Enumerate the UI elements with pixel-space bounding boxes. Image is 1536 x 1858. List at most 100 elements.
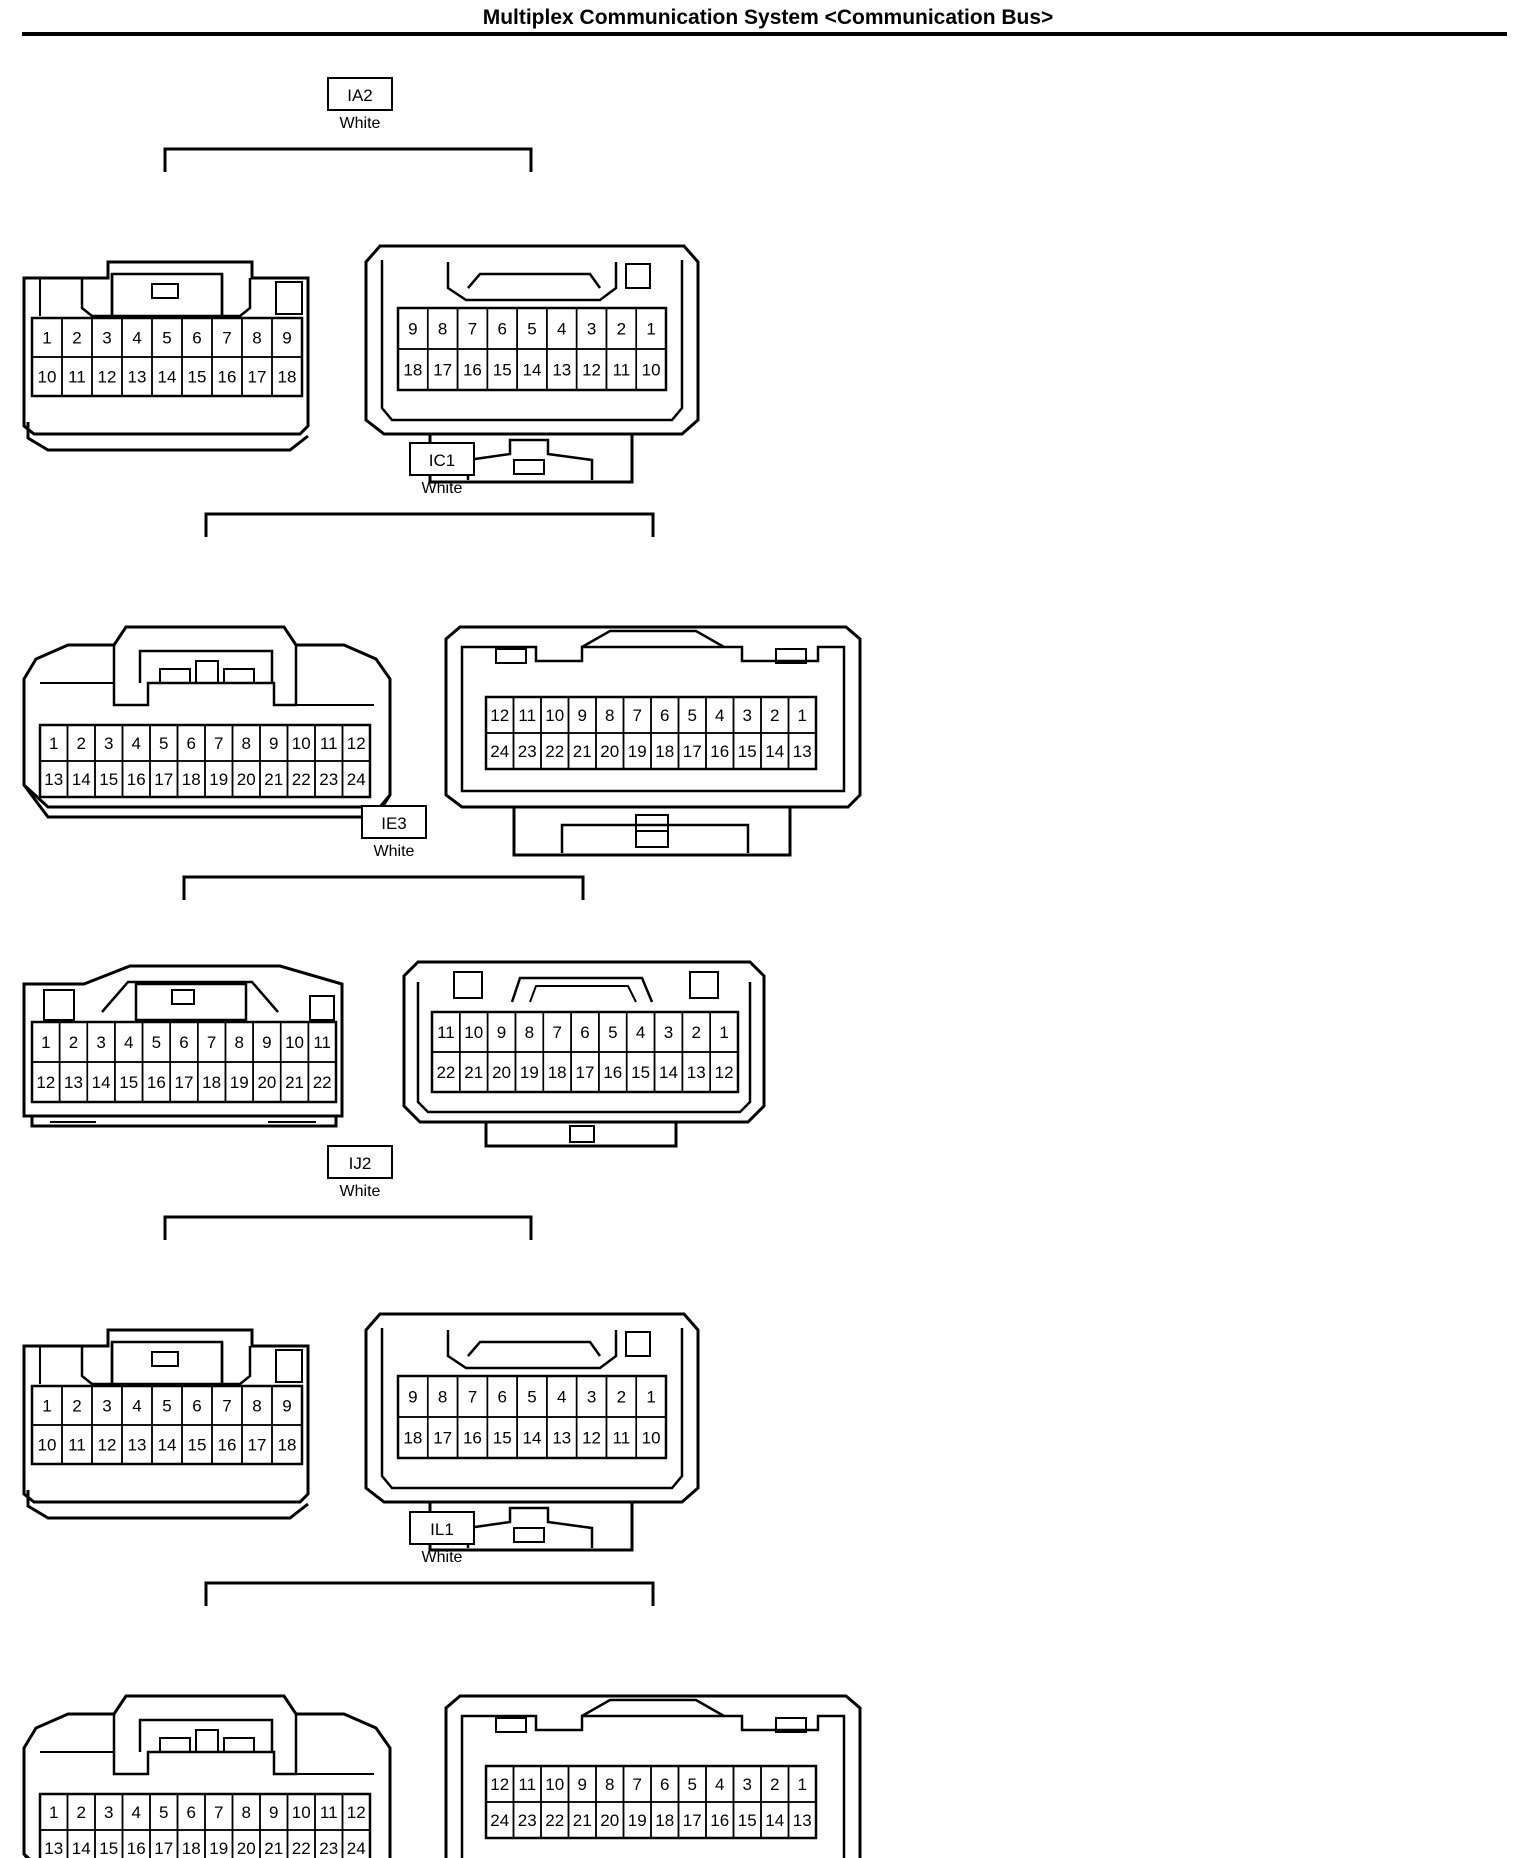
pin-number: 8	[242, 1803, 251, 1822]
pin-number: 7	[633, 1775, 642, 1794]
pin-number: 9	[282, 1397, 291, 1416]
right-housing-inner	[460, 1714, 846, 1858]
pin-number: 7	[468, 1388, 477, 1407]
pin-number: 15	[493, 1429, 512, 1448]
pin-number: 21	[285, 1073, 304, 1092]
right-housing	[444, 1694, 862, 1858]
title-rule	[22, 32, 1507, 36]
pin-number: 11	[613, 361, 631, 380]
left-housing	[22, 260, 310, 436]
left-housing-base	[26, 1490, 309, 1520]
pin-number: 6	[580, 1023, 589, 1042]
pin-number: 9	[282, 329, 291, 348]
pin-number: 13	[128, 1436, 147, 1455]
pin-number: 15	[738, 1811, 757, 1830]
left-latch-side	[80, 274, 114, 318]
left-latch-tab	[151, 283, 179, 299]
pin-number: 1	[49, 734, 58, 753]
connector-bracket	[163, 1215, 533, 1240]
pin-number: 21	[264, 1839, 283, 1858]
pin-number: 23	[319, 770, 338, 789]
pin-number: 11	[437, 1023, 455, 1042]
pin-number: 4	[132, 329, 141, 348]
pin-number: 3	[104, 734, 113, 753]
pin-number: 11	[320, 1803, 338, 1822]
connector-code-box	[409, 442, 475, 476]
pin-number: 22	[313, 1073, 332, 1092]
left-latch-tab	[159, 1737, 191, 1753]
pin-number: 12	[490, 1775, 509, 1794]
pin-number: 18	[655, 742, 674, 761]
page-title: Multiplex Communication System <Communic…	[482, 6, 1054, 29]
pin-number: 17	[248, 1436, 267, 1455]
pin-number: 3	[587, 320, 596, 339]
pin-number: 7	[633, 706, 642, 725]
pin-number: 24	[347, 770, 366, 789]
pin-number: 21	[573, 1811, 592, 1830]
pin-number: 15	[493, 361, 512, 380]
pin-number: 15	[99, 1839, 118, 1858]
pin-number: 14	[92, 1073, 111, 1092]
pin-number: 13	[128, 368, 147, 387]
pin-number: 14	[765, 742, 784, 761]
pin-number: 9	[408, 1388, 417, 1407]
pin-number: 12	[582, 1429, 601, 1448]
pin-number: 24	[490, 742, 509, 761]
pin-number: 13	[44, 1839, 63, 1858]
pin-number: 10	[38, 1436, 57, 1455]
pin-number: 3	[587, 1388, 596, 1407]
right-lock-tab	[513, 1527, 545, 1543]
pin-number: 17	[683, 742, 702, 761]
pin-number: 13	[687, 1063, 706, 1082]
pin-number: 8	[605, 706, 614, 725]
left-latch-side	[220, 274, 252, 318]
pin-number: 5	[159, 1803, 168, 1822]
pin-number: 7	[552, 1023, 561, 1042]
right-key	[689, 971, 719, 999]
pin-number: 13	[793, 1811, 812, 1830]
connector-color-label: White	[422, 480, 463, 497]
right-lock-tab	[513, 459, 545, 475]
left-housing	[22, 964, 344, 1118]
right-key	[625, 263, 651, 289]
pin-number: 18	[182, 1839, 201, 1858]
pin-number: 18	[278, 368, 297, 387]
pin-number: 5	[688, 706, 697, 725]
pin-number: 6	[187, 1803, 196, 1822]
pin-number: 3	[743, 1775, 752, 1794]
pin-number: 6	[187, 734, 196, 753]
connector-bracket	[182, 875, 585, 900]
pin-cell	[787, 1801, 817, 1839]
right-latch-inner	[529, 985, 637, 1003]
pin-number: 4	[557, 320, 566, 339]
left-key	[43, 989, 75, 1021]
connector-color-label: White	[340, 1183, 381, 1200]
connector-code: IE3	[381, 814, 407, 833]
connector-code: IL1	[430, 1520, 454, 1539]
pin-number: 12	[98, 1436, 117, 1455]
pin-number: 5	[152, 1033, 161, 1052]
pin-number: 19	[230, 1073, 249, 1092]
right-housing	[444, 625, 862, 809]
pin-number: 4	[132, 1397, 141, 1416]
pin-number: 8	[242, 734, 251, 753]
pin-number: 3	[664, 1023, 673, 1042]
pin-number: 20	[492, 1063, 511, 1082]
pin-number: 12	[490, 706, 509, 725]
pin-number: 21	[573, 742, 592, 761]
pin-number: 20	[237, 770, 256, 789]
pin-cell	[709, 1051, 739, 1093]
right-top-rib	[581, 1698, 725, 1718]
right-latch-inner	[467, 1340, 602, 1357]
